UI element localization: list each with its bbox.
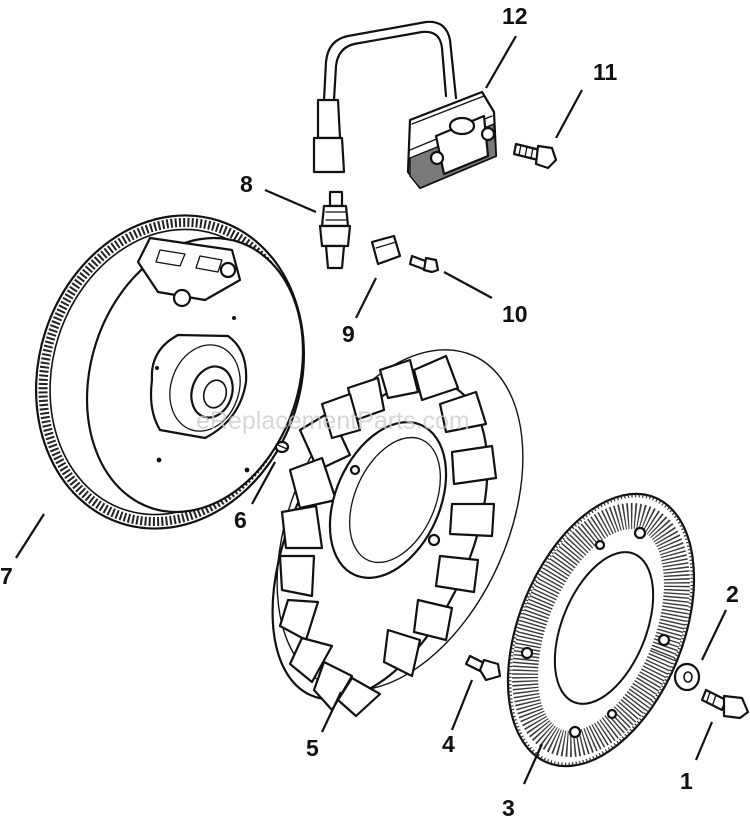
- callout-7: 7: [0, 563, 13, 589]
- callout-3: 3: [502, 795, 515, 821]
- callout-2: 2: [726, 581, 739, 607]
- callout-12: 12: [502, 3, 528, 29]
- callout-10: 10: [502, 301, 528, 327]
- callout-4: 4: [442, 731, 455, 757]
- watermark: eReplacementParts.com: [196, 407, 470, 435]
- part-bolt[interactable]: [700, 688, 750, 720]
- callout-11: 11: [593, 59, 618, 85]
- callout-labels: 1 2 3 4 5 6 7 8 9 10 11 12: [0, 3, 739, 821]
- part-flywheel[interactable]: [0, 180, 344, 563]
- part-grass-screen[interactable]: [471, 467, 730, 794]
- part-screw-fan[interactable]: [464, 654, 502, 682]
- part-key[interactable]: [274, 440, 290, 454]
- part-ground-clip[interactable]: [370, 234, 402, 266]
- callout-1: 1: [680, 768, 693, 794]
- screen-mesh: [512, 503, 690, 757]
- callout-9: 9: [342, 321, 355, 347]
- fan-blades: [278, 354, 498, 718]
- part-screw-module[interactable]: [512, 142, 558, 170]
- part-washer[interactable]: [673, 662, 701, 692]
- part-ignition-module[interactable]: [312, 20, 498, 190]
- leader-lines: [15, 35, 727, 785]
- callout-6: 6: [234, 507, 247, 533]
- part-spark-plug[interactable]: [318, 190, 352, 270]
- callout-8: 8: [240, 171, 253, 197]
- part-screw-clip[interactable]: [408, 254, 440, 274]
- callout-5: 5: [306, 735, 319, 761]
- part-cooling-fan[interactable]: [228, 312, 572, 732]
